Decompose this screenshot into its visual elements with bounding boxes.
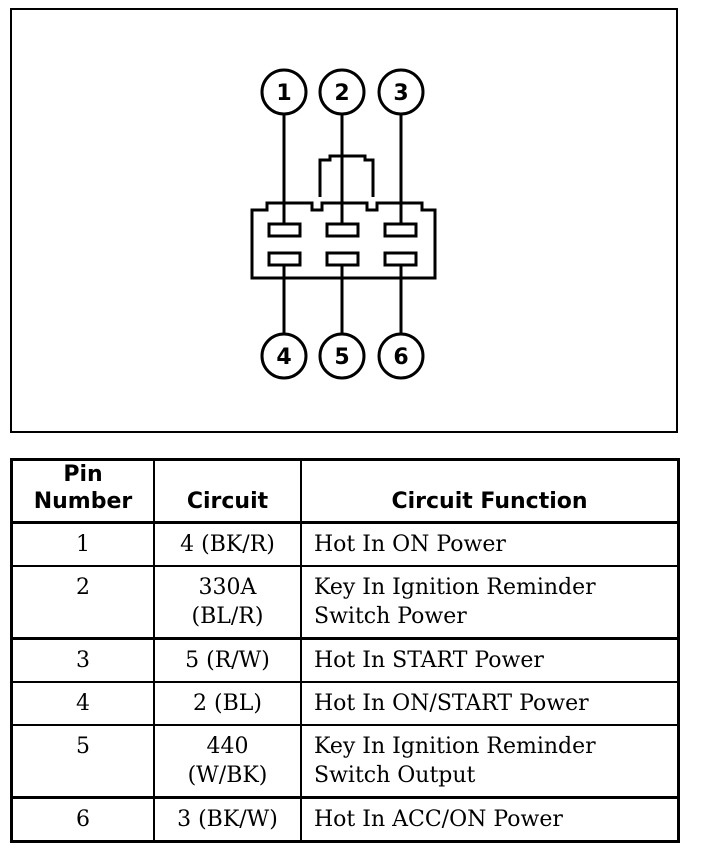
circuit-line: (W/BK) xyxy=(187,763,268,788)
pin-callout-1: 1 xyxy=(260,68,308,116)
circuit-line: 5 (R/W) xyxy=(185,648,270,673)
circuit-cell: 5 (R/W) xyxy=(153,638,302,683)
circuit-cell: 3 (BK/W) xyxy=(153,797,302,843)
circuit-line: 4 (BK/R) xyxy=(180,532,275,557)
terminal-5 xyxy=(325,251,360,267)
circuit-function-cell: Hot In ON Power xyxy=(300,522,680,567)
terminal-6 xyxy=(383,251,418,267)
function-line: Hot In ACC/ON Power xyxy=(314,807,563,832)
terminal-1 xyxy=(267,222,302,238)
circuit-line: 2 (BL) xyxy=(193,691,262,716)
pin-number-cell: 4 xyxy=(10,682,155,726)
pin-label-6: 6 xyxy=(393,345,408,370)
circuit-header: Circuit xyxy=(153,459,302,524)
function-line: Hot In ON Power xyxy=(314,532,506,557)
circuit-cell: 330A (BL/R) xyxy=(153,566,302,640)
table-row: 1 4 (BK/R) Hot In ON Power xyxy=(10,522,680,567)
circuit-cell: 440 (W/BK) xyxy=(153,725,302,799)
pin-callout-4: 4 xyxy=(260,332,308,380)
function-line: Switch Power xyxy=(314,604,467,629)
pin-header-line1: Pin xyxy=(63,462,103,487)
connector-drawing: 1 2 3 4 5 6 xyxy=(250,68,437,380)
pin-callout-5: 5 xyxy=(318,332,366,380)
pin-number-cell: 2 xyxy=(10,566,155,640)
pin-label-2: 2 xyxy=(334,81,349,106)
connector-housing xyxy=(250,201,437,280)
circuit-function-cell: Hot In START Power xyxy=(300,638,680,683)
table-row: 4 2 (BL) Hot In ON/START Power xyxy=(10,682,680,726)
connector-latch xyxy=(318,154,375,197)
terminal-2 xyxy=(325,222,360,238)
pin-label-3: 3 xyxy=(393,81,408,106)
function-line: Hot In START Power xyxy=(314,648,544,673)
circuit-cell: 4 (BK/R) xyxy=(153,522,302,567)
connector-diagram: 1 2 3 4 5 6 xyxy=(10,8,678,433)
circuit-cell: 2 (BL) xyxy=(153,682,302,726)
pin-number-cell: 1 xyxy=(10,522,155,567)
circuit-function-cell: Hot In ON/START Power xyxy=(300,682,680,726)
pin-number-header: Pin Number xyxy=(10,459,155,524)
function-line: Key In Ignition Reminder xyxy=(314,575,596,600)
circuit-line: 330A xyxy=(198,575,257,600)
pin-callout-6: 6 xyxy=(377,332,425,380)
function-line: Hot In ON/START Power xyxy=(314,691,589,716)
pin-callout-3: 3 xyxy=(377,68,425,116)
pin-number-cell: 5 xyxy=(10,725,155,799)
terminal-4 xyxy=(267,251,302,267)
terminal-3 xyxy=(383,222,418,238)
table-body: 1 4 (BK/R) Hot In ON Power 2 330A (BL/R) Key I… xyxy=(10,522,680,843)
table-header-row: Pin Number Circuit Circuit Function xyxy=(10,459,680,524)
table-row: 3 5 (R/W) Hot In START Power xyxy=(10,638,680,683)
pin-number-cell: 3 xyxy=(10,638,155,683)
pin-label-4: 4 xyxy=(276,345,291,370)
circuit-function-cell: Hot In ACC/ON Power xyxy=(300,797,680,843)
function-line: Key In Ignition Reminder xyxy=(314,734,596,759)
pin-header-line2: Number xyxy=(33,489,133,514)
pin-table: Pin Number Circuit Circuit Function 1 4 (… xyxy=(10,458,680,843)
circuit-function-header: Circuit Function xyxy=(300,459,680,524)
pin-label-5: 5 xyxy=(334,345,349,370)
pin-number-cell: 6 xyxy=(10,797,155,843)
table-row: 6 3 (BK/W) Hot In ACC/ON Power xyxy=(10,797,680,843)
pin-label-1: 1 xyxy=(276,81,291,106)
circuit-line: (BL/R) xyxy=(191,604,264,629)
pin-callout-2: 2 xyxy=(318,68,366,116)
circuit-line: 440 xyxy=(206,734,249,759)
circuit-line: 3 (BK/W) xyxy=(177,807,278,832)
function-line: Switch Output xyxy=(314,763,476,788)
